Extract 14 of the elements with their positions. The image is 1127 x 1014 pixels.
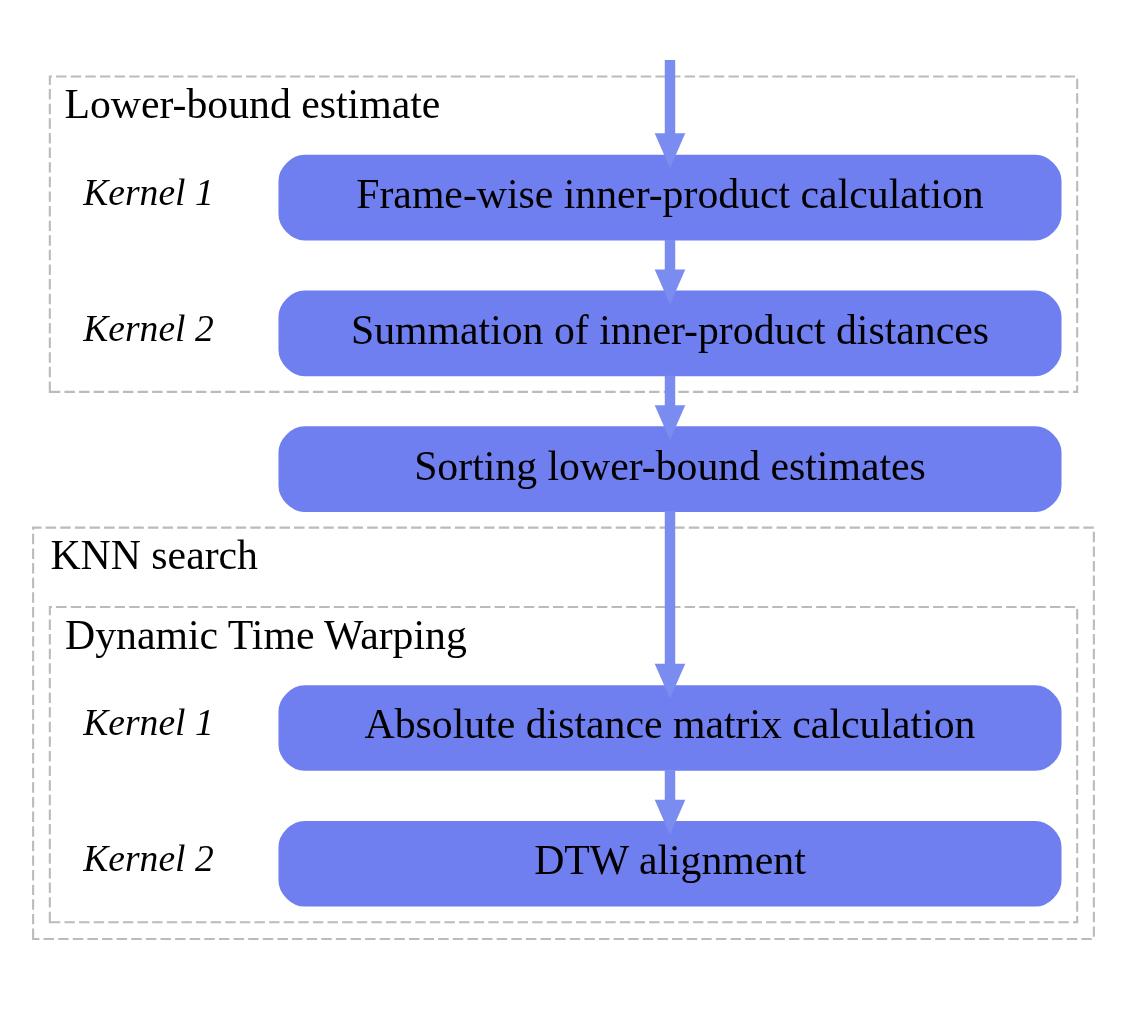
node-box: Absolute distance matrix calculation	[278, 685, 1062, 771]
node-label: Kernel 2	[83, 837, 214, 879]
arrow	[654, 511, 686, 699]
node-label: Kernel 1	[83, 702, 214, 744]
node-label: Kernel 2	[83, 307, 214, 349]
arrow	[654, 59, 686, 169]
node-box: Frame-wise inner-product calculation	[278, 154, 1062, 241]
arrow	[654, 239, 686, 305]
node-box: DTW alignment	[278, 820, 1062, 907]
node-box: Summation of inner-product distances	[278, 290, 1062, 377]
node-label: Kernel 1	[83, 171, 214, 213]
arrow	[654, 770, 686, 835]
node-box: Sorting lower-bound estimates	[278, 426, 1062, 512]
arrow	[654, 375, 686, 441]
